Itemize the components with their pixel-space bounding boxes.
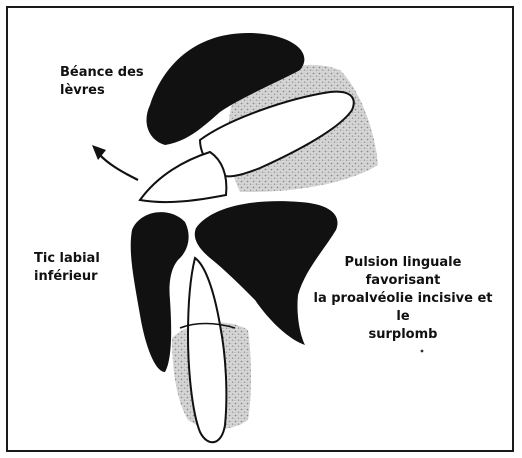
label-beance-line1: Béance des bbox=[60, 64, 144, 82]
arrow-shaft bbox=[99, 154, 138, 180]
label-pulsion-line1: Pulsion linguale favorisant bbox=[308, 254, 498, 290]
upper-incisor-crown bbox=[140, 152, 226, 202]
label-pulsion-line3: surplomb bbox=[308, 326, 498, 344]
speck bbox=[421, 350, 424, 353]
label-pulsion-linguale: Pulsion linguale favorisant la proalvéol… bbox=[308, 254, 498, 344]
label-beance-line2: lèvres bbox=[60, 82, 144, 100]
label-tic-labial: Tic labial inférieur bbox=[34, 250, 100, 286]
label-tic-line1: Tic labial bbox=[34, 250, 100, 268]
label-pulsion-line2: la proalvéolie incisive et le bbox=[308, 290, 498, 326]
label-tic-line2: inférieur bbox=[34, 268, 100, 286]
label-beance-levres: Béance des lèvres bbox=[60, 64, 144, 100]
